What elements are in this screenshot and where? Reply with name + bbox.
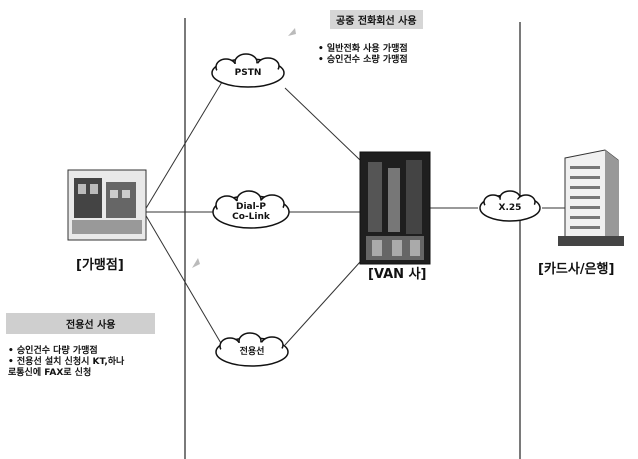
link-pstn-van	[285, 88, 360, 160]
public-line-notes: • 일반전화 사용 가맹점 • 승인건수 소량 가맹점	[318, 44, 408, 66]
cloud-x25-label: X.25	[492, 203, 528, 213]
card-bank-label: [카드사/은행]	[538, 263, 614, 277]
leased-line-item: • 전용선 설치 신청시 KT,하나	[8, 357, 124, 368]
merchant-label: [가맹점]	[76, 259, 124, 273]
bank-building-image	[558, 150, 624, 246]
merchant-store-image	[68, 170, 146, 240]
leased-line-notes: • 승인건수 다량 가맹점 • 전용선 설치 신청시 KT,하나 로통신에 FA…	[8, 346, 124, 379]
cloud-leased-label: 전용선	[230, 347, 274, 357]
link-merchant-pstn	[145, 82, 222, 210]
link-leased-van	[285, 262, 360, 345]
cloud-dial-label: Dial-P Co-Link	[226, 202, 276, 222]
leased-line-item: • 승인건수 다량 가맹점	[8, 346, 124, 357]
leased-line-title: 전용선 사용	[6, 313, 155, 334]
pointer-arrow-bottom	[192, 258, 200, 268]
van-building-image	[360, 152, 430, 264]
public-line-item: • 일반전화 사용 가맹점	[318, 44, 408, 55]
van-label: [VAN 사]	[368, 268, 427, 282]
leased-line-item: 로통신에 FAX로 신청	[8, 368, 124, 379]
pointer-arrow-top	[288, 28, 296, 36]
public-line-item: • 승인건수 소량 가맹점	[318, 55, 408, 66]
cloud-pstn-label: PSTN	[228, 68, 268, 78]
public-line-title: 공중 전화회선 사용	[330, 10, 423, 29]
link-merchant-leased	[145, 214, 222, 345]
